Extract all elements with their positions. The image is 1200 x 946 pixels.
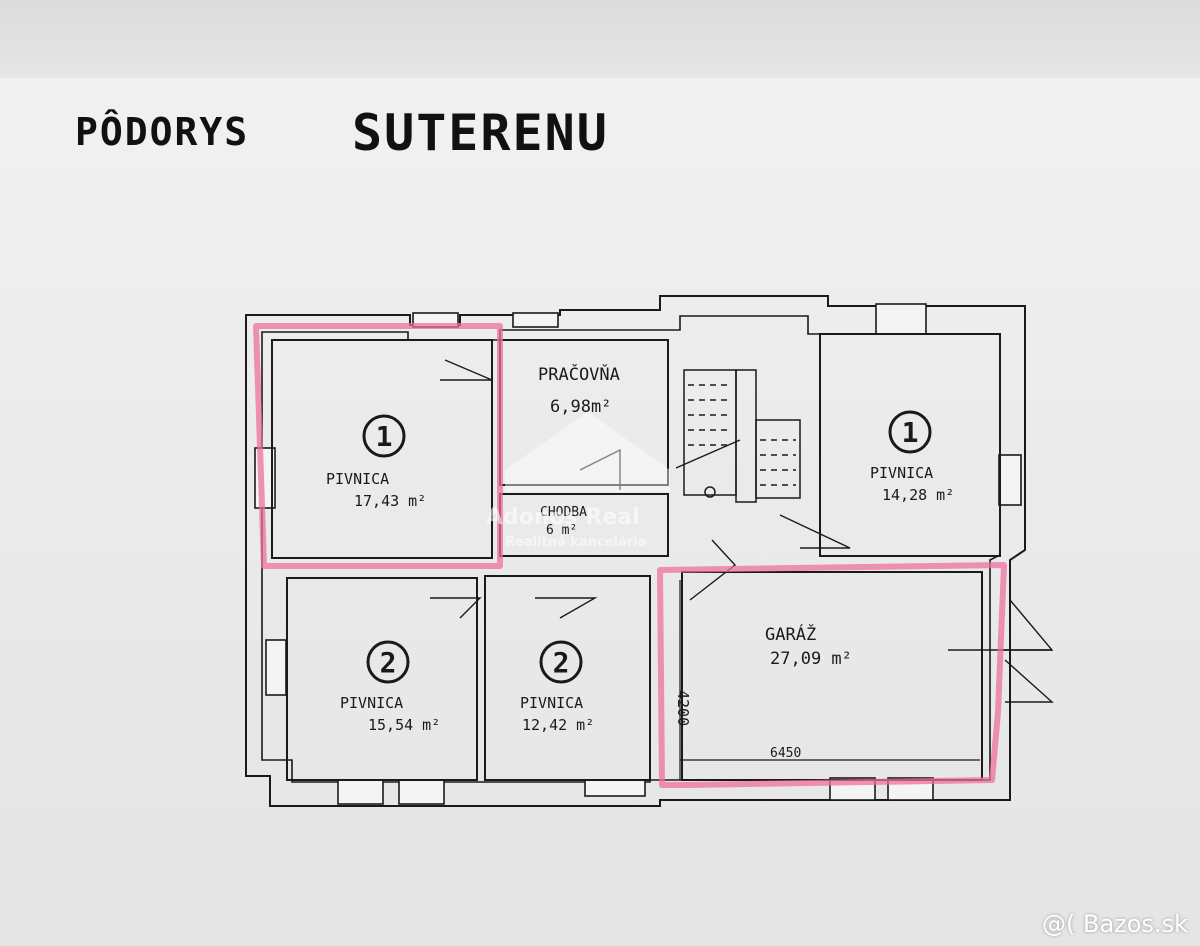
window	[265, 639, 287, 696]
window	[875, 303, 927, 335]
pink-highlight	[253, 323, 1007, 788]
window	[337, 779, 384, 805]
room-number-circle	[366, 640, 410, 684]
room-area: 6 m²	[546, 523, 577, 538]
door-swing	[430, 597, 482, 619]
dimension-lines	[679, 580, 980, 780]
room-pivnica-1-left	[271, 339, 493, 559]
bazos-watermark: @( Bazos.sk	[1042, 910, 1188, 938]
room-name: PRAČOVŇA	[538, 363, 620, 385]
watermark-name: Adonos Real	[486, 505, 640, 530]
room-name: CHODBA	[540, 505, 587, 520]
room-name: PIVNICA	[870, 464, 933, 482]
staircase	[675, 369, 801, 503]
door-swing	[535, 597, 598, 619]
stair-start-marker	[704, 486, 716, 498]
room-pivnica-1-right	[819, 333, 1001, 557]
paper-top-strip	[0, 0, 1200, 80]
room-area: 15,54 m²	[368, 716, 440, 734]
room-area: 17,43 m²	[354, 492, 426, 510]
room-name: PIVNICA	[326, 470, 389, 488]
room-name: PIVNICA	[340, 694, 403, 712]
window	[398, 779, 445, 805]
dimension-width-label: 6450	[770, 746, 801, 761]
room-garaz	[681, 571, 983, 781]
room-number-circle	[888, 410, 932, 454]
outer-walls	[245, 295, 1026, 807]
door-swings	[430, 359, 1054, 703]
window	[584, 779, 646, 797]
room-number: 1	[902, 416, 919, 449]
room-area: 12,42 m²	[522, 716, 594, 734]
room-name: GARÁŽ	[765, 623, 816, 645]
room-name: PIVNICA	[520, 694, 583, 712]
stair-flight-left	[683, 369, 737, 496]
room-number: 2	[380, 646, 397, 679]
door-swing	[779, 514, 851, 549]
watermark-subtitle: Realitná kancelária	[505, 535, 646, 550]
stair-flight-right	[755, 419, 801, 499]
highlight-pivnica-left	[253, 323, 503, 569]
garage-door-swing	[1000, 599, 1054, 703]
door-swing	[579, 448, 621, 490]
room-number: 2	[553, 646, 570, 679]
room-pivnica-2-left	[286, 577, 478, 781]
room-number-circles	[362, 410, 932, 684]
room-area: 27,09 m²	[770, 649, 852, 669]
room-area: 14,28 m²	[882, 486, 954, 504]
dimension-depth-label: 4200	[674, 690, 692, 726]
room-area: 6,98m²	[550, 397, 611, 417]
stair-core	[735, 369, 757, 503]
room-number: 1	[376, 420, 393, 453]
watermark: Adonos Real Realitná kancelária	[486, 412, 670, 550]
room-walls	[271, 333, 1001, 781]
window	[512, 312, 559, 328]
highlight-garaz	[657, 562, 1007, 788]
heading-podorys: PÔDORYS	[75, 110, 250, 154]
room-number-circle	[539, 640, 583, 684]
door-swing	[440, 359, 493, 381]
room-pivnica-2-mid	[484, 575, 651, 781]
heading-suterenu: SUTERENU	[352, 104, 609, 162]
watermark-house-icon	[505, 412, 670, 492]
window	[998, 454, 1022, 506]
room-number-circle	[362, 414, 406, 458]
door-swing	[689, 539, 737, 601]
